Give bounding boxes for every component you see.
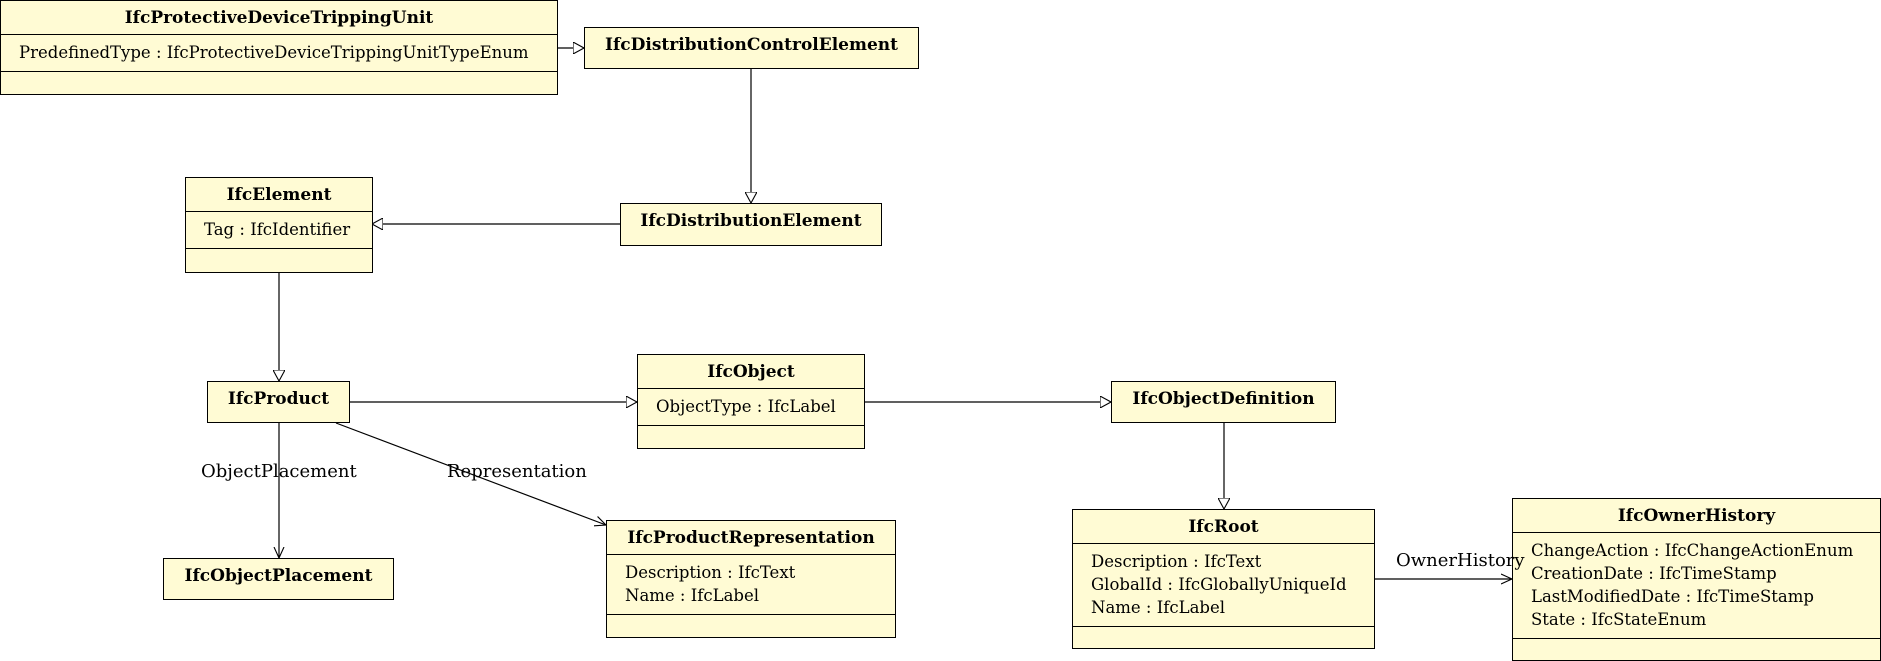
- class-name: IfcDistributionControlElement: [605, 35, 898, 55]
- attribute-description: Description : IfcText: [625, 563, 796, 582]
- class-ifc-object-definition[interactable]: IfcObjectDefinition: [1111, 381, 1336, 423]
- class-ifc-product[interactable]: IfcProduct: [207, 381, 350, 423]
- class-name: IfcObjectPlacement: [184, 566, 373, 586]
- class-name: IfcRoot: [1188, 517, 1259, 537]
- attribute-creation-date: CreationDate : IfcTimeStamp: [1531, 564, 1777, 583]
- class-ifc-product-representation[interactable]: IfcProductRepresentation Description : I…: [606, 520, 896, 638]
- attribute-list: Description : IfcText GlobalId : IfcGlob…: [1073, 543, 1374, 626]
- attribute-name: Name : IfcLabel: [625, 586, 760, 605]
- class-name: IfcProduct: [227, 389, 330, 409]
- class-ifc-protective-device-tripping-unit[interactable]: IfcProtectiveDeviceTrippingUnit Predefin…: [0, 0, 558, 95]
- operations-compartment: [1, 71, 557, 89]
- attribute-description: Description : IfcText: [1091, 552, 1262, 571]
- class-ifc-owner-history[interactable]: IfcOwnerHistory ChangeAction : IfcChange…: [1512, 498, 1881, 661]
- class-name: IfcProductRepresentation: [627, 528, 875, 548]
- attribute-list: Description : IfcText Name : IfcLabel: [607, 554, 895, 614]
- attribute-object-type: ObjectType : IfcLabel: [656, 397, 836, 416]
- class-ifc-root[interactable]: IfcRoot Description : IfcText GlobalId :…: [1072, 509, 1375, 649]
- operations-compartment: [607, 614, 895, 632]
- attribute-change-action: ChangeAction : IfcChangeActionEnum: [1531, 541, 1854, 560]
- association-representation: [335, 422, 606, 525]
- attribute-tag: Tag : IfcIdentifier: [204, 220, 351, 239]
- class-ifc-distribution-control-element[interactable]: IfcDistributionControlElement: [584, 27, 919, 69]
- class-ifc-object[interactable]: IfcObject ObjectType : IfcLabel: [637, 354, 865, 449]
- class-ifc-element[interactable]: IfcElement Tag : IfcIdentifier: [185, 177, 373, 273]
- attribute-state: State : IfcStateEnum: [1531, 610, 1707, 629]
- attribute-predefined-type: PredefinedType : IfcProtectiveDeviceTrip…: [19, 43, 529, 62]
- attribute-last-modified-date: LastModifiedDate : IfcTimeStamp: [1531, 587, 1814, 606]
- attribute-global-id: GlobalId : IfcGloballyUniqueId: [1091, 575, 1347, 594]
- operations-compartment: [1513, 638, 1880, 656]
- attribute-name: Name : IfcLabel: [1091, 598, 1226, 617]
- operations-compartment: [1073, 626, 1374, 644]
- association-label-owner-history: OwnerHistory: [1396, 550, 1525, 571]
- association-label-representation: Representation: [447, 461, 587, 482]
- attribute-list: Tag : IfcIdentifier: [186, 211, 372, 248]
- class-name: IfcDistributionElement: [640, 211, 862, 231]
- attribute-list: ObjectType : IfcLabel: [638, 388, 864, 425]
- class-name: IfcElement: [226, 185, 332, 205]
- attribute-list: ChangeAction : IfcChangeActionEnum Creat…: [1513, 532, 1880, 638]
- class-name: IfcOwnerHistory: [1617, 506, 1776, 526]
- operations-compartment: [638, 425, 864, 443]
- class-name: IfcObjectDefinition: [1132, 389, 1315, 409]
- operations-compartment: [186, 248, 372, 266]
- class-ifc-distribution-element[interactable]: IfcDistributionElement: [620, 203, 882, 246]
- association-label-object-placement: ObjectPlacement: [201, 461, 357, 482]
- attribute-list: PredefinedType : IfcProtectiveDeviceTrip…: [1, 34, 557, 71]
- class-name: IfcObject: [707, 362, 795, 382]
- class-ifc-object-placement[interactable]: IfcObjectPlacement: [163, 558, 394, 600]
- class-name: IfcProtectiveDeviceTrippingUnit: [124, 8, 434, 28]
